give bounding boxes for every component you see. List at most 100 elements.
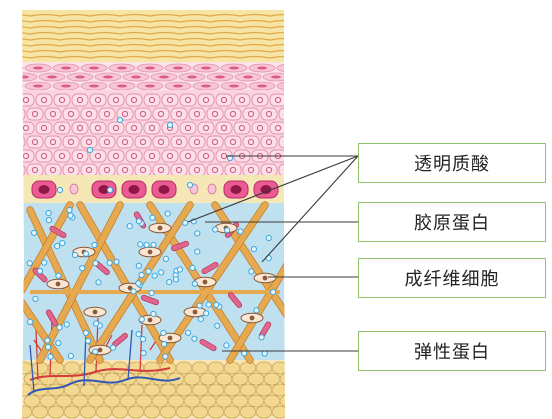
hyaluronic-acid-dot [261, 350, 268, 357]
spinous-cell-nucleus [49, 166, 57, 174]
fat-cell [199, 372, 217, 386]
collagen-fiber [22, 297, 63, 363]
spinous-cell-nucleus [31, 166, 39, 174]
spinous-cell [116, 135, 134, 149]
spinous-cell-nucleus [184, 96, 192, 104]
spinous-cell-nucleus [103, 110, 111, 118]
spinous-cell [170, 135, 188, 149]
spinous-cell-nucleus [175, 138, 183, 146]
spinous-cell [134, 163, 152, 177]
spinous-cell [170, 163, 188, 177]
spinous-cell-nucleus [85, 110, 93, 118]
spinous-cell-nucleus [103, 138, 111, 146]
hyaluronic-acid-dot [135, 262, 142, 269]
hyaluronic-acid-dot [237, 228, 244, 235]
elastin-fibers [32, 211, 272, 352]
spinous-cell-nucleus [14, 167, 19, 172]
spinous-cell [62, 107, 80, 121]
spinous-cell [143, 121, 161, 135]
spinous-cell [269, 93, 285, 107]
fat-cell [22, 405, 33, 419]
hyaluronic-acid-dot [45, 217, 53, 224]
fat-cell [191, 383, 209, 397]
fat-cell [159, 405, 177, 419]
stratum-corneum [22, 10, 285, 68]
hyaluronic-acid-dot [113, 258, 120, 265]
spinous-cell-nucleus [22, 96, 30, 104]
spinous-cell [26, 135, 44, 149]
spinous-cell-nucleus [139, 138, 147, 146]
stratum-basale [22, 175, 285, 203]
fat-cell [231, 372, 249, 386]
melanocyte [69, 183, 79, 195]
corneum-line [22, 43, 285, 47]
hyaluronic-acid-dot [66, 207, 73, 214]
spinous-cell-nucleus [247, 138, 255, 146]
spinous-cell-nucleus [274, 96, 282, 104]
spinous-cell-nucleus [139, 166, 147, 174]
spinous-cell [152, 107, 170, 121]
fat-cell [95, 405, 113, 419]
spinous-cell-nucleus [76, 152, 84, 160]
corneum-line [22, 37, 285, 41]
spinous-cell-nucleus [112, 152, 120, 160]
flat-cell [22, 63, 24, 73]
hyaluronic-acid-dot [205, 301, 212, 308]
fibroblast-nucleus [97, 347, 103, 353]
basal-cell-nucleus [158, 185, 170, 194]
spinous-cell-nucleus [293, 125, 298, 130]
fibroblast-nucleus [92, 309, 98, 315]
spinous-cell-nucleus [121, 110, 129, 118]
spinous-cell-nucleus [121, 138, 129, 146]
fat-cell [279, 372, 285, 386]
fat-cell [47, 383, 65, 397]
hyaluronic-acid-dot [135, 280, 142, 287]
spinous-cell [71, 121, 89, 135]
spinous-cell-nucleus [22, 152, 30, 160]
flat-cell-nucleus [5, 67, 15, 70]
spinous-cell [188, 163, 206, 177]
spinous-cell-nucleus [130, 96, 138, 104]
fat-cell [63, 405, 81, 419]
melanocyte [207, 183, 217, 195]
hyaluronic-acid-dot [27, 318, 34, 325]
fibroblast-nucleus [167, 335, 173, 341]
hyaluronic-acid-dot [191, 335, 198, 342]
spinous-cell-nucleus [247, 166, 255, 174]
spinous-cell-nucleus [67, 110, 75, 118]
flat-cell-nucleus [61, 66, 71, 70]
elastin-fiber [170, 240, 190, 252]
fat-cell [127, 361, 145, 375]
spinous-cell [288, 94, 304, 106]
spinous-cell [26, 107, 44, 121]
fat-cell [271, 361, 285, 375]
hyaluronic-acid-dot [138, 271, 145, 279]
skin-cross-section [0, 10, 304, 419]
hyaluronic-acid-dot [41, 259, 48, 266]
label-collagen: 胶原蛋白 [358, 202, 546, 242]
spinous-cell [22, 121, 35, 135]
spinous-cell [35, 121, 53, 135]
hyaluronic-acid-dot [116, 116, 124, 124]
hyaluronic-acid-dot [253, 307, 260, 314]
spinous-cell-nucleus [67, 138, 75, 146]
hyaluronic-acid-dot [135, 218, 142, 225]
fat-cell [23, 394, 41, 408]
fat-cell [103, 394, 121, 408]
hyaluronic-acid-dot [26, 260, 33, 267]
spinous-cell-nucleus [175, 166, 183, 174]
fat-cell [143, 405, 161, 419]
spinous-cell-nucleus [14, 111, 19, 116]
spinous-cell [260, 163, 278, 177]
hyaluronic-acid-dot [194, 248, 201, 255]
fat-cell [55, 394, 73, 408]
fibroblast-nucleus [249, 315, 255, 321]
spinous-cell [0, 150, 16, 162]
fat-cell [71, 394, 89, 408]
spinous-cell-nucleus [293, 97, 298, 102]
corneum-line [22, 25, 285, 29]
hyaluronic-acid-dot [270, 289, 277, 296]
spinous-cell [44, 163, 62, 177]
hyaluronic-acid-dot [258, 334, 265, 341]
basal-cell-nucleus [98, 185, 110, 194]
